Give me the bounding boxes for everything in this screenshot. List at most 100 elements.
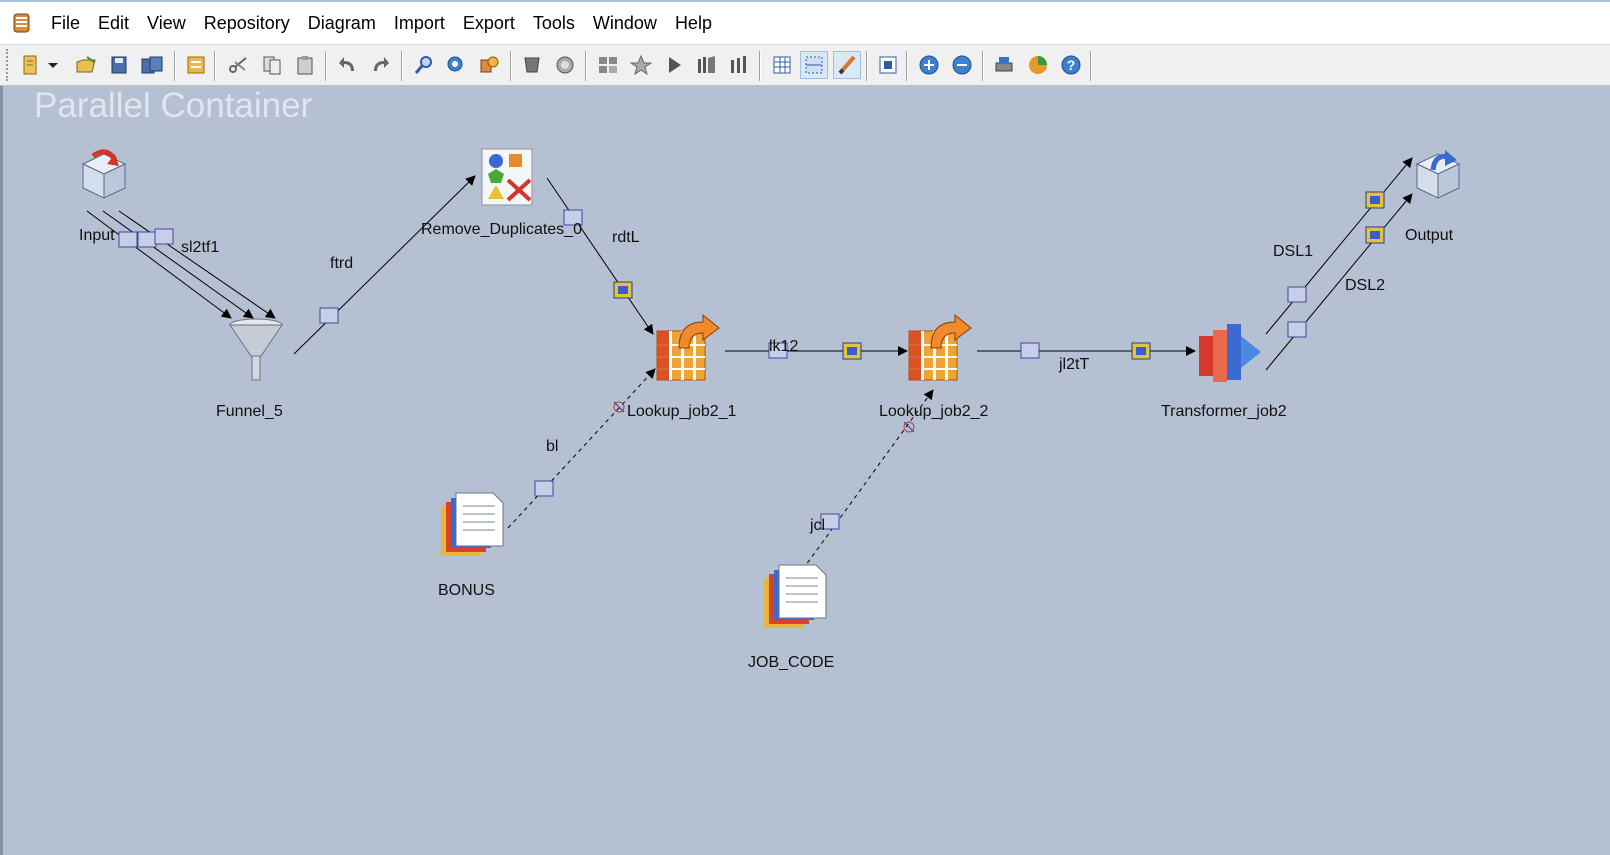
debug-icon[interactable] [660,51,688,79]
link-label-bonus-lookup: bl [546,438,558,455]
grid-icon[interactable] [768,51,796,79]
stage-funnel[interactable]: Funnel_5 [216,318,283,420]
pie-chart-icon[interactable] [1024,51,1052,79]
link-label-funnel-rd: ftrd [330,255,353,272]
menu-tools[interactable]: Tools [532,13,575,33]
link-transformer-output-dsl1[interactable] [1265,157,1413,335]
link-marker-icon [1287,286,1307,303]
link-marker-icon [319,307,339,324]
menu-diagram[interactable]: Diagram [307,13,376,33]
link-label-dsl2: DSL2 [1345,277,1385,294]
director-icon[interactable] [627,51,655,79]
reject-marker-icon [613,401,625,413]
link-marker-icon [118,228,174,248]
link-marker-icon [768,342,788,359]
zoom-search-icon[interactable] [442,51,470,79]
step-icon[interactable] [692,51,720,79]
annotation-icon[interactable] [833,51,861,79]
link-marker-icon[interactable] [874,51,902,79]
link-lookup1-lookup2[interactable] [725,342,908,360]
zoom-in-icon[interactable] [915,51,943,79]
dataset-output-icon [1415,150,1461,199]
stage-label: Input [79,227,115,244]
toolbar: ? [0,44,1610,86]
link-label-lookup-transformer: jl2tT [1058,356,1089,373]
job-properties-icon[interactable] [182,51,210,79]
toolbar-separator [401,51,403,81]
link-input-funnel[interactable] [86,210,276,319]
stage-input[interactable]: Input [79,149,127,244]
undo-icon[interactable] [334,51,362,79]
snap-to-grid-icon[interactable] [800,51,828,79]
cut-icon[interactable] [224,51,252,79]
link-marker-icon [1020,342,1040,359]
menu-edit[interactable]: Edit [98,13,130,33]
link-marker-icon [820,513,840,530]
stage-transformer-job2[interactable]: Transformer_job2 [1161,324,1287,420]
link-bonus-lookup1[interactable] [507,368,656,529]
save-icon[interactable] [105,51,133,79]
stage-job-code[interactable]: JOB_CODE [748,564,834,671]
toolbar-separator [214,51,216,81]
zoom-out-icon[interactable] [948,51,976,79]
lookup-icon [656,313,720,381]
sequential-file-icon [441,492,504,556]
find-icon[interactable] [410,51,438,79]
menu-export[interactable]: Export [462,13,515,33]
parallel-job-canvas[interactable]: Parallel Container [0,86,1610,855]
print-icon[interactable] [990,51,1018,79]
redo-icon[interactable] [366,51,394,79]
menu-view[interactable]: View [147,13,186,33]
new-job-icon[interactable] [16,51,44,79]
menu-file[interactable]: File [51,13,81,33]
dataset-input-icon [81,149,127,199]
open-folder-icon[interactable] [72,51,100,79]
toolbar-separator [982,51,984,81]
toolbar-grip[interactable] [6,49,14,81]
link-marker-icon [563,209,583,226]
copy-icon[interactable] [258,51,286,79]
menu-window[interactable]: Window [592,13,657,33]
run-icon[interactable] [518,51,546,79]
compile-icon[interactable] [475,51,503,79]
toolbar-separator [866,51,868,81]
link-remove-duplicates-lookup1[interactable] [546,177,654,335]
stage-output[interactable]: Output [1405,150,1461,244]
job-log-icon[interactable] [725,51,753,79]
link-funnel-remove-duplicates[interactable] [293,175,476,355]
stage-label: Transformer_job2 [1161,403,1287,420]
toolbar-separator [585,51,587,81]
dropdown-arrow-icon[interactable] [46,51,60,79]
stage-lookup-job2-2[interactable]: Lookup_job2_2 [879,313,989,420]
reject-marker-icon [903,421,915,433]
stage-label: Output [1405,227,1454,244]
stage-lookup-job2-1[interactable]: Lookup_job2_1 [627,313,737,420]
link-label-lookup-lookup: lk12 [769,338,798,355]
schedule-icon[interactable] [594,51,622,79]
stage-label: Lookup_job2_2 [879,403,989,420]
sequential-file-icon [764,564,827,628]
link-jobcode-lookup2[interactable] [797,389,934,577]
link-marker-icon [1287,321,1307,338]
save-all-icon[interactable] [138,51,166,79]
stop-icon[interactable] [551,51,579,79]
svg-text:?: ? [1067,57,1076,73]
datastage-app-icon[interactable] [10,11,34,35]
link-marker-icon [534,480,554,497]
link-label-rd-lookup: rdtL [612,229,640,246]
funnel-icon [229,318,283,381]
remove-duplicates-icon [481,148,533,206]
stage-remove-duplicates[interactable]: Remove_Duplicates_0 [421,148,582,238]
toolbar-separator [759,51,761,81]
link-label-jobcode-lookup: jcl [809,517,825,534]
help-icon[interactable]: ? [1057,51,1085,79]
menu-help[interactable]: Help [674,13,712,33]
toolbar-separator [510,51,512,81]
link-lookup2-transformer[interactable] [977,342,1196,360]
menu-repository[interactable]: Repository [203,13,290,33]
menu-import[interactable]: Import [393,13,445,33]
stage-bonus[interactable]: BONUS [438,492,504,599]
link-transformer-output-dsl2[interactable] [1265,193,1413,371]
menu-bar: File Edit View Repository Diagram Import… [0,0,1610,44]
paste-icon[interactable] [291,51,319,79]
